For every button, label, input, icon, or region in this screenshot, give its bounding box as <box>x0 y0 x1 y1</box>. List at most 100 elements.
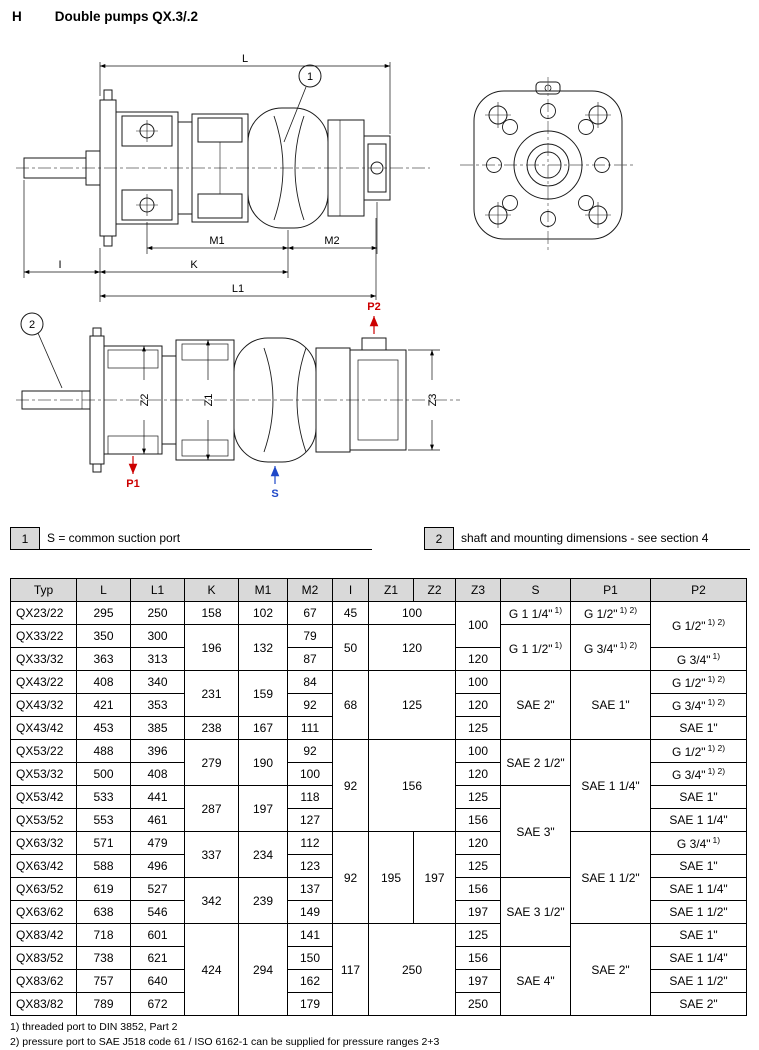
dim-value: 738 <box>76 946 131 970</box>
dim-value: 117 <box>332 923 369 1016</box>
dim-value: SAE 4" <box>500 946 571 1016</box>
column-header: M2 <box>287 578 333 602</box>
dim-value: 84 <box>287 670 333 694</box>
column-header: I <box>332 578 369 602</box>
dim-value: 156 <box>455 877 501 901</box>
dim-value: 79 <box>287 624 333 648</box>
dim-value: 385 <box>130 716 185 740</box>
dimension-lines <box>23 62 391 302</box>
dim-value: 87 <box>287 647 333 671</box>
dim-value: 461 <box>130 808 185 832</box>
dim-value: SAE 1" <box>650 716 747 740</box>
dim-value: 190 <box>238 739 288 786</box>
dim-value: 197 <box>455 900 501 924</box>
column-header: M1 <box>238 578 288 602</box>
dim-value: 300 <box>130 624 185 648</box>
dim-value: G 1/2"1) 2) <box>650 601 747 648</box>
pump-type: QX43/32 <box>10 693 77 717</box>
dim-value: 789 <box>76 992 131 1016</box>
dim-value: 350 <box>76 624 131 648</box>
dim-value: 125 <box>455 854 501 878</box>
dim-label-M2: M2 <box>324 235 339 247</box>
dim-value: SAE 1 1/2" <box>650 900 747 924</box>
port-label-P1: P1 <box>126 478 139 490</box>
dim-value: 479 <box>130 831 185 855</box>
z-dimensions <box>142 340 440 460</box>
dim-value: 546 <box>130 900 185 924</box>
pump-type: QX83/42 <box>10 923 77 947</box>
balloon-1-number: 1 <box>307 71 313 83</box>
dim-value: 92 <box>287 739 333 763</box>
dim-value: 337 <box>184 831 239 878</box>
dim-value: 159 <box>238 670 288 717</box>
dim-value: 363 <box>76 647 131 671</box>
dim-value: 112 <box>287 831 333 855</box>
dim-value: SAE 1 1/2" <box>570 831 651 924</box>
dim-value: SAE 1 1/4" <box>650 946 747 970</box>
column-header: Z1 <box>368 578 414 602</box>
dim-value: 234 <box>238 831 288 878</box>
dim-value: 141 <box>287 923 333 947</box>
note-1-text: S = common suction port <box>40 527 372 550</box>
port-arrows <box>128 316 379 484</box>
pump-type: QX63/62 <box>10 900 77 924</box>
page-title: Double pumps QX.3/.2 <box>54 9 199 24</box>
column-header: P2 <box>650 578 747 602</box>
pump-stage-2 <box>191 113 249 223</box>
dim-value: 287 <box>184 785 239 832</box>
column-header: Z3 <box>455 578 501 602</box>
dim-value: 453 <box>76 716 131 740</box>
dim-value: 638 <box>76 900 131 924</box>
dim-value: 120 <box>455 693 501 717</box>
dim-value: 162 <box>287 969 333 993</box>
dim-value: 353 <box>130 693 185 717</box>
dim-value: 125 <box>368 670 456 740</box>
dim-value: 150 <box>287 946 333 970</box>
dim-value: G 1/2"1) 2) <box>650 739 747 763</box>
pump-type: QX53/42 <box>10 785 77 809</box>
footnotes: 1) threaded port to DIN 3852, Part 2 2) … <box>10 1020 439 1050</box>
outlet-block <box>349 337 407 451</box>
pump-type: QX83/82 <box>10 992 77 1016</box>
footnote-1: 1) threaded port to DIN 3852, Part 2 <box>10 1021 178 1033</box>
dim-value: 111 <box>287 716 333 740</box>
note-suction-port: 1 S = common suction port <box>10 527 372 550</box>
shaft-bore <box>513 130 583 200</box>
dim-value: 196 <box>184 624 239 671</box>
dim-value: 45 <box>332 601 369 625</box>
dim-value: SAE 1" <box>650 785 747 809</box>
dim-label-M1: M1 <box>209 235 224 247</box>
dim-value: 279 <box>184 739 239 786</box>
dim-value: 571 <box>76 831 131 855</box>
dim-value: 125 <box>455 716 501 740</box>
dim-value: 92 <box>332 831 369 924</box>
section-letter: H <box>12 9 22 24</box>
dim-value: 120 <box>455 762 501 786</box>
dim-value: SAE 1" <box>650 854 747 878</box>
dim-label-K: K <box>190 259 198 271</box>
dim-value: 408 <box>130 762 185 786</box>
footnote-2: 2) pressure port to SAE J518 code 61 / I… <box>10 1036 440 1049</box>
dim-value: 533 <box>76 785 131 809</box>
dim-value: 50 <box>332 624 369 671</box>
dim-value: 179 <box>287 992 333 1016</box>
note-2-text: shaft and mounting dimensions - see sect… <box>454 527 750 550</box>
dim-value: 718 <box>76 923 131 947</box>
port-label-S: S <box>271 488 278 500</box>
note-2-number: 2 <box>424 527 454 550</box>
dim-value: 239 <box>238 877 288 924</box>
dim-value: 496 <box>130 854 185 878</box>
balloon-2-number: 2 <box>29 319 35 331</box>
dim-value: SAE 1 1/4" <box>650 808 747 832</box>
pressure-port-block <box>363 135 391 201</box>
